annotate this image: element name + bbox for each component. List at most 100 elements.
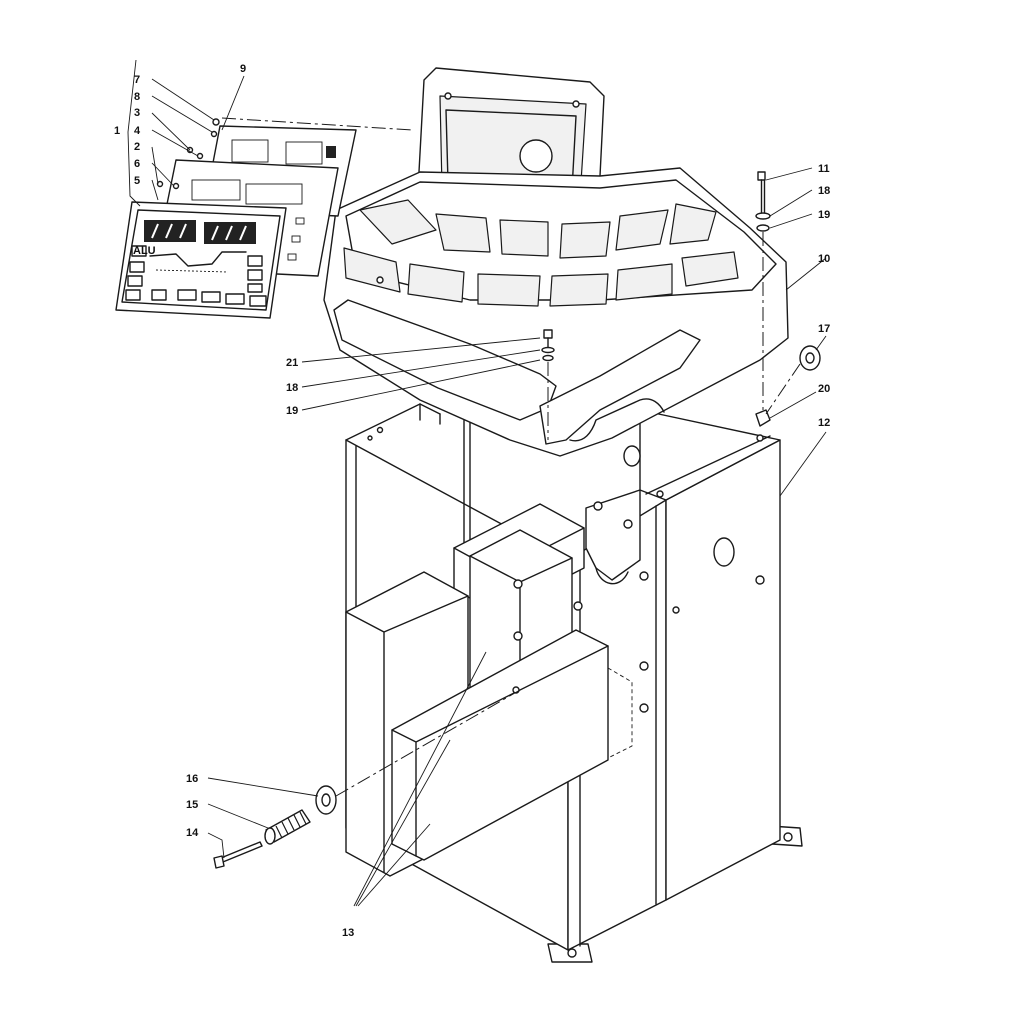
display-screw xyxy=(444,92,452,100)
callout-20: 20 xyxy=(818,383,830,395)
tray-compartments-row-1 xyxy=(359,199,717,259)
tray-hole xyxy=(376,276,384,284)
rim-hole xyxy=(756,434,764,442)
pcb-middle-block xyxy=(191,179,241,201)
callout-18-top: 18 xyxy=(818,185,830,197)
assembly-line-washer-17 xyxy=(765,363,801,415)
shaft-bracket xyxy=(585,489,641,581)
tray-bottom-hole xyxy=(623,445,641,467)
washer-19-mid xyxy=(542,354,554,362)
component-box-left-edges xyxy=(345,595,469,873)
callout-14: 14 xyxy=(186,827,199,839)
callout-16: 16 xyxy=(186,773,198,785)
control-panel-assembly: ALU xyxy=(115,118,357,319)
keypad-keys: ALU xyxy=(125,245,267,307)
hidden-outline xyxy=(607,667,633,759)
panel-screw xyxy=(210,130,218,138)
screw-21-assembly xyxy=(541,329,555,362)
cabinet-top-rim xyxy=(639,409,781,501)
key-off[interactable] xyxy=(247,269,263,281)
tray-right-arm xyxy=(539,329,701,445)
key-stop[interactable] xyxy=(249,295,267,307)
screw-21-head xyxy=(543,329,553,339)
wheel-silhouette xyxy=(149,251,247,267)
leader-lines xyxy=(127,59,827,907)
tray-front-lip xyxy=(333,299,557,421)
callout-10: 10 xyxy=(818,253,830,265)
key-fine[interactable] xyxy=(247,255,263,267)
callout-1: 1 xyxy=(114,125,120,137)
frame-hole xyxy=(367,435,373,441)
key-pct[interactable] xyxy=(247,283,263,293)
internal-components xyxy=(345,503,609,877)
key-alu-3[interactable] xyxy=(201,291,221,303)
key-down[interactable] xyxy=(125,289,141,301)
callout-7: 7 xyxy=(134,74,140,86)
callout-3: 3 xyxy=(134,107,140,119)
callout-5: 5 xyxy=(134,175,140,187)
box-hole xyxy=(513,631,523,641)
callout-13: 13 xyxy=(342,927,354,939)
washer-17-hole xyxy=(805,352,815,364)
tray-compartments-row-2 xyxy=(343,247,739,307)
key-up[interactable] xyxy=(151,289,167,301)
panel-screw xyxy=(172,182,180,190)
key-icon-1[interactable] xyxy=(129,261,145,273)
cabinet-rim-inner xyxy=(645,435,771,495)
callout-19-mid: 19 xyxy=(286,405,298,417)
callout-12: 12 xyxy=(818,417,830,429)
bracket-bolt xyxy=(593,501,603,511)
assembly-lines xyxy=(221,117,801,797)
callout-4: 4 xyxy=(134,125,141,137)
panel-hole xyxy=(755,575,765,585)
washer-18-mid xyxy=(541,346,555,354)
panel-hole xyxy=(672,606,680,614)
display-screw xyxy=(572,100,580,108)
key-alu-2[interactable] xyxy=(177,289,197,301)
bracket-bolt xyxy=(623,519,633,529)
callout-15: 15 xyxy=(186,799,198,811)
callout-19-top: 19 xyxy=(818,209,830,221)
spring-15-cap xyxy=(264,827,276,845)
washer-16-hole xyxy=(321,793,331,807)
callout-17: 17 xyxy=(818,323,830,335)
panel-hole xyxy=(639,703,649,713)
assembly-line-panel-to-display xyxy=(221,117,413,131)
pcb-middle-block xyxy=(245,183,303,205)
tray-arm-cutout xyxy=(569,398,665,442)
key-alu[interactable] xyxy=(131,245,147,257)
callout-11: 11 xyxy=(818,163,830,175)
keypad-inner-border xyxy=(121,209,281,311)
callout-18-mid: 18 xyxy=(286,382,298,394)
foot-hole-right xyxy=(783,832,793,842)
panel-screw xyxy=(156,180,164,188)
console-tray xyxy=(323,67,789,467)
shaft-fastener-assembly xyxy=(213,785,337,869)
washer-17 xyxy=(799,345,821,371)
key-icon-2[interactable] xyxy=(127,275,143,287)
shaft-hole xyxy=(713,537,735,567)
bolt-14-head xyxy=(213,855,225,869)
cabinet-rear-frame xyxy=(419,403,441,425)
cabinet-left-top-edge xyxy=(345,403,441,441)
panel-screw xyxy=(196,152,204,160)
panel-hole xyxy=(573,601,583,611)
assembly-line-shaft xyxy=(335,689,521,797)
clip-20 xyxy=(755,409,771,427)
pcb-component xyxy=(291,235,301,243)
component-box-wide-edges xyxy=(391,645,609,857)
key-start[interactable] xyxy=(225,293,245,305)
callout-labels: 1 2 3 4 5 6 7 8 9 10 11 12 13 14 15 16 1… xyxy=(114,63,830,939)
bolt-11-assembly xyxy=(755,171,771,232)
bolt-11-head xyxy=(757,171,766,181)
pcb-display-block xyxy=(285,141,323,165)
washer-19-top xyxy=(756,224,770,232)
foot-hole-front xyxy=(567,948,577,958)
callout-8: 8 xyxy=(134,91,140,103)
pcb-component xyxy=(287,253,297,261)
pcb-chip xyxy=(326,146,336,158)
pcb-component xyxy=(295,217,305,225)
display-cable-hole xyxy=(519,139,553,173)
washer-18-top xyxy=(755,212,771,220)
